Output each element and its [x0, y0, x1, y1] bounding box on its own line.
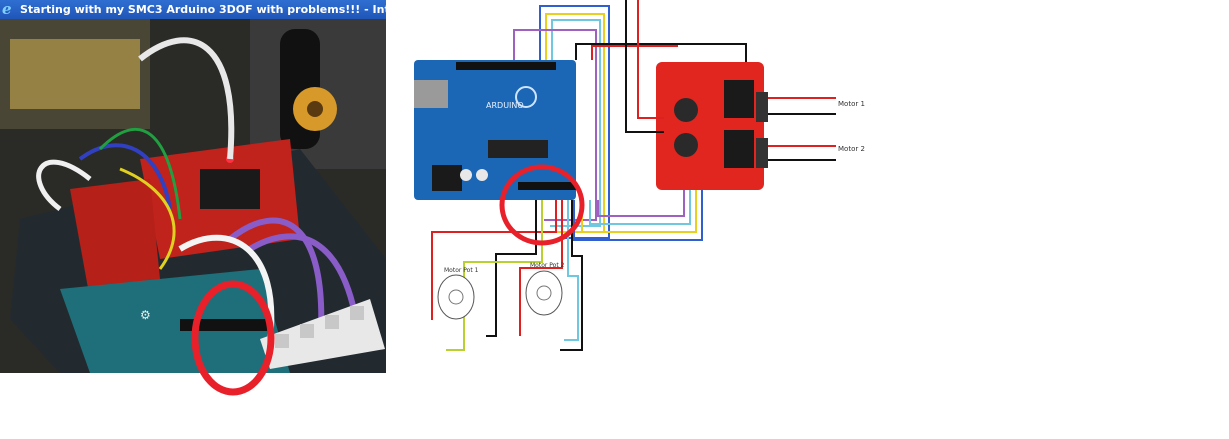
- potentiometer-2-icon: [525, 270, 563, 316]
- pot-2-label: Motor Pot 2: [530, 262, 565, 269]
- power-jack-icon: [432, 165, 462, 191]
- microcontroller-chip-icon: [488, 140, 548, 158]
- hardware-photo: ⚙: [0, 19, 386, 373]
- photo-window: e Starting with my SMC3 Arduino 3DOF with…: [0, 0, 386, 373]
- usb-port-icon: [414, 80, 448, 108]
- arduino-board-photo: ⚙: [60, 269, 290, 373]
- motor-1-label: Motor 1: [838, 100, 865, 108]
- potentiometer-1-icon: [437, 274, 475, 320]
- arduino-board-diagram: ARDUINO: [414, 60, 576, 200]
- svg-text:⚙: ⚙: [140, 308, 151, 322]
- highlight-circle-photo: [191, 280, 275, 396]
- arduino-brand-label: ARDUINO: [486, 101, 524, 110]
- highlight-circle-diagram: [499, 164, 585, 246]
- terminal-block-photo: [260, 299, 385, 369]
- wiring-diagram: ARDUINO Motor 1 Motor 2 Motor Pot: [414, 0, 865, 351]
- motor-driver-board-photo: [140, 139, 300, 259]
- window-titlebar[interactable]: e Starting with my SMC3 Arduino 3DOF with…: [0, 0, 386, 19]
- window-title: Starting with my SMC3 Arduino 3DOF with …: [20, 3, 386, 16]
- internet-explorer-icon: e: [2, 0, 12, 18]
- motor-2-label: Motor 2: [838, 145, 865, 153]
- pot-1-label: Motor Pot 1: [444, 267, 479, 274]
- motor-driver-board-diagram: [656, 62, 768, 190]
